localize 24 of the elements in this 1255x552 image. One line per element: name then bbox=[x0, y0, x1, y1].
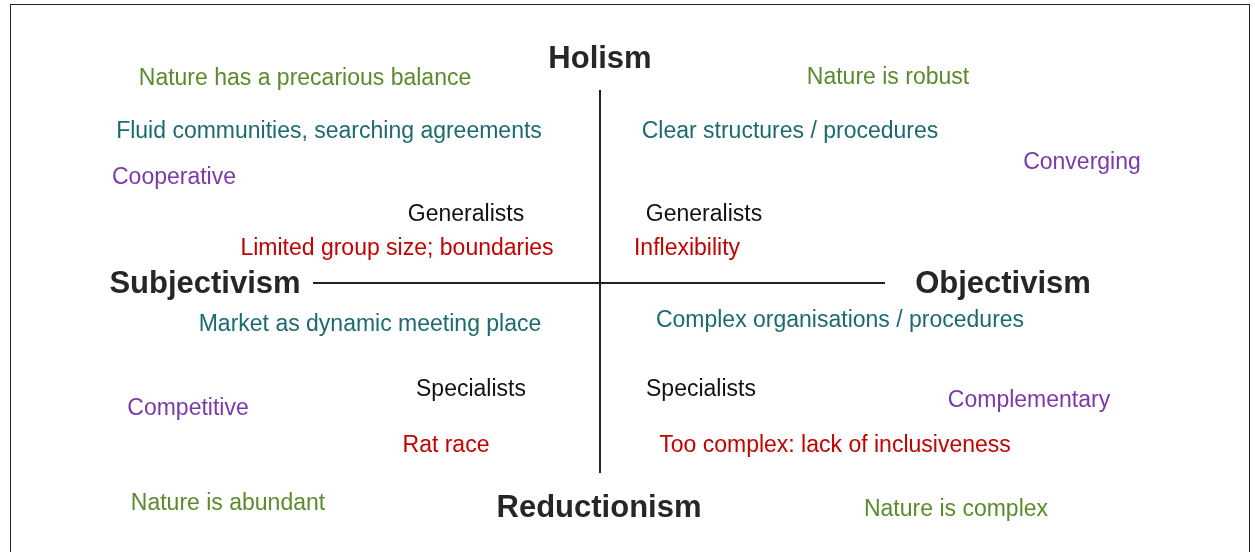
quadrant-label: Nature is abundant bbox=[130, 490, 326, 516]
quadrant-label: Complex organisations / procedures bbox=[655, 307, 1025, 333]
quadrant-label: Generalists bbox=[407, 201, 525, 227]
quadrant-label: Converging bbox=[1023, 149, 1141, 175]
quadrant-label: Specialists bbox=[416, 376, 526, 402]
quadrant-label: Limited group size; boundaries bbox=[240, 235, 554, 261]
quadrant-label: Generalists bbox=[645, 201, 763, 227]
quadrant-label: Nature is complex bbox=[863, 496, 1049, 522]
quadrant-label: Clear structures / procedures bbox=[641, 118, 939, 144]
quadrant-label: Inflexibility bbox=[633, 235, 741, 261]
quadrant-label: Nature has a precarious balance bbox=[138, 65, 472, 91]
axis-label: Subjectivism bbox=[109, 265, 301, 301]
quadrant-label: Fluid communities, searching agreements bbox=[116, 118, 542, 144]
axis-label: Reductionism bbox=[496, 489, 702, 525]
quadrant-label: Nature is robust bbox=[806, 64, 970, 90]
quadrant-label: Complementary bbox=[947, 387, 1111, 413]
quadrant-label: Competitive bbox=[127, 395, 249, 421]
quadrant-label: Specialists bbox=[646, 376, 756, 402]
quadrant-label: Cooperative bbox=[112, 164, 236, 190]
axis-label: Objectivism bbox=[915, 265, 1091, 301]
axis-label: Holism bbox=[548, 40, 652, 76]
quadrant-label: Rat race bbox=[402, 432, 490, 458]
quadrant-label: Too complex: lack of inclusiveness bbox=[659, 432, 1011, 458]
quadrant-label: Market as dynamic meeting place bbox=[198, 311, 542, 337]
